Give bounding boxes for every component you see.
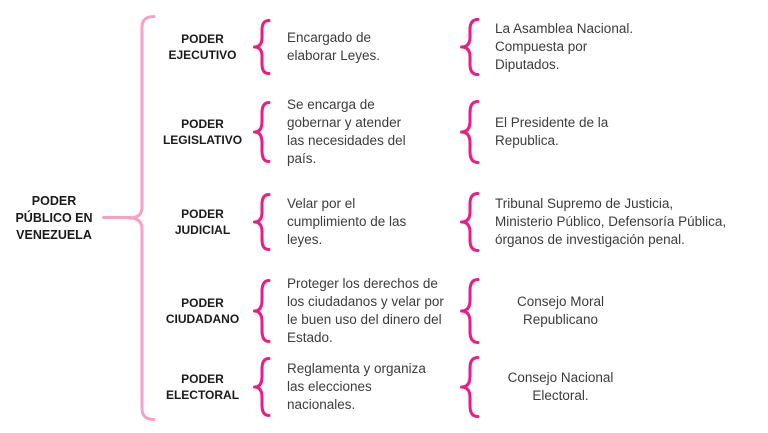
description-ciudadano: Proteger los derechos de los ciudadanos … (287, 276, 444, 345)
curly-brace-middle-icon (253, 18, 271, 76)
curly-brace-right-icon (460, 355, 480, 419)
institution-legislativo: El Presidente de la Republica. (495, 115, 609, 148)
row-poder-legislativo: PODER LEGISLATIVO Se encarga de gobernar… (0, 96, 768, 168)
row-poder-ciudadano: PODER CIUDADANO Proteger los derechos de… (0, 274, 768, 348)
curly-brace-middle-icon (253, 356, 271, 418)
curly-brace-right-icon (460, 277, 480, 345)
power-label-electoral: PODER ELECTORAL (165, 372, 240, 402)
curly-brace-right-icon (460, 191, 480, 253)
institution-ejecutivo: La Asamblea Nacional. Compuesta por Dipu… (495, 21, 634, 72)
power-label-ejecutivo: PODER EJECUTIVO (168, 32, 237, 62)
curly-brace-middle-icon (253, 100, 271, 164)
main-curly-brace-icon (128, 14, 156, 422)
root-connector-line (102, 216, 132, 219)
power-label-legislativo: PODER LEGISLATIVO (162, 117, 243, 147)
description-judicial: Velar por el cumplimiento de las leyes. (287, 196, 407, 247)
description-electoral: Reglamenta y organiza las elecciones nac… (287, 361, 426, 412)
institution-electoral: Consejo Nacional Electoral. (507, 370, 614, 403)
curly-brace-right-icon (460, 99, 480, 165)
row-poder-judicial: PODER JUDICIAL Velar por el cumplimiento… (0, 188, 768, 256)
description-ejecutivo: Encargado de elaborar Leyes. (287, 30, 381, 63)
curly-brace-middle-icon (253, 278, 271, 344)
row-poder-ejecutivo: PODER EJECUTIVO Encargado de elaborar Le… (0, 14, 768, 80)
curly-brace-right-icon (460, 17, 480, 77)
description-legislativo: Se encarga de gobernar y atender las nec… (287, 97, 406, 166)
row-poder-electoral: PODER ELECTORAL Reglamenta y organiza la… (0, 352, 768, 422)
institution-judicial: Tribunal Supremo de Justicia, Ministerio… (495, 196, 727, 247)
curly-brace-middle-icon (253, 192, 271, 252)
institution-ciudadano: Consejo Moral Republicano (516, 294, 605, 327)
root-title: PODER PÚBLICO EN VENEZUELA (15, 193, 93, 242)
power-label-judicial: PODER JUDICIAL (174, 207, 231, 237)
power-label-ciudadano: PODER CIUDADANO (165, 296, 240, 326)
